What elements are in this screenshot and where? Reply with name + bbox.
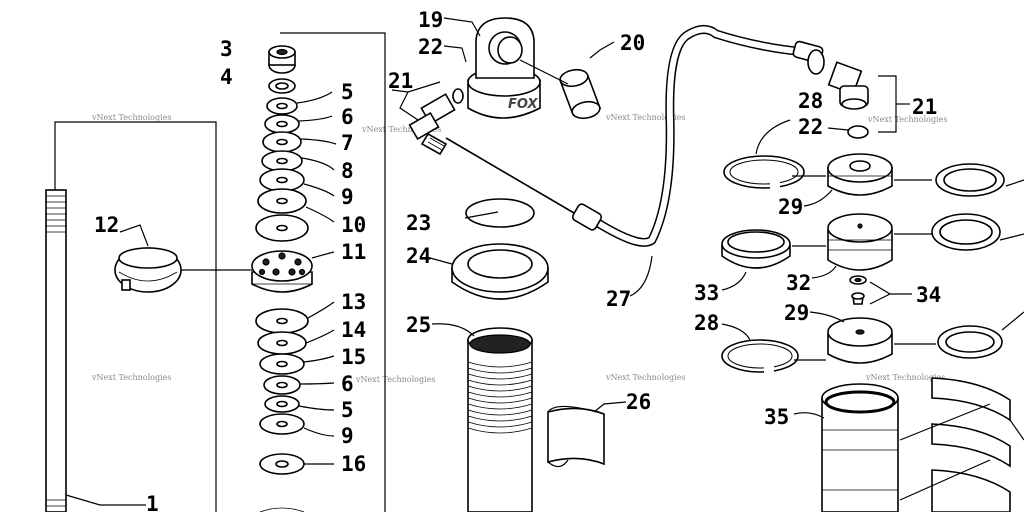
part-22-oring-small <box>452 88 464 104</box>
callout-3: 3 <box>220 37 233 61</box>
part-29-piston-bottom <box>809 311 936 364</box>
watermark: vNext Technologies <box>605 373 685 382</box>
callout-11: 11 <box>341 240 366 264</box>
callout-6: 6 <box>341 105 354 129</box>
watermark: vNext Technologies <box>355 375 435 384</box>
watermark: vNext Technologies <box>867 115 947 124</box>
callout-27: 27 <box>606 287 631 311</box>
part-24-collar <box>429 243 549 300</box>
watermark: vNext Technologies <box>605 113 685 122</box>
part-28-snap-ring-bottom <box>721 323 826 376</box>
callout-24: 24 <box>406 244 431 268</box>
callout-6-lower: 6 <box>341 372 354 396</box>
part-26-sleeve <box>547 401 627 468</box>
callout-4: 4 <box>220 65 233 89</box>
shim-leaders <box>296 91 337 465</box>
seal-ring-upper <box>935 163 1024 197</box>
callout-35: 35 <box>764 405 789 429</box>
shim-stack <box>251 45 313 512</box>
watermark: vNext Technologies <box>91 113 171 122</box>
callout-9: 9 <box>341 185 354 209</box>
part-28-snap-ring-top <box>723 119 805 192</box>
callout-19: 19 <box>418 8 443 32</box>
watermark: vNext Technologies <box>91 373 171 382</box>
callout-22: 22 <box>418 35 443 59</box>
part-34-screw <box>849 275 912 305</box>
callout-23: 23 <box>406 211 431 235</box>
watermark: vNext Technologies <box>361 125 441 134</box>
callout-28-bottom: 28 <box>694 311 719 335</box>
callout-10: 10 <box>341 213 366 237</box>
seal-ring-lower <box>937 311 1024 359</box>
callout-26: 26 <box>626 390 651 414</box>
bracket-lines <box>54 32 386 512</box>
part-12-ring <box>114 224 182 293</box>
callout-7: 7 <box>341 131 354 155</box>
part-20-bushing <box>519 41 615 120</box>
watermark: vNext Technologies <box>865 373 945 382</box>
seal-ring-middle <box>931 213 1024 251</box>
callout-32: 32 <box>786 271 811 295</box>
part-32-piston <box>792 213 932 279</box>
watermarks: vNext Technologies vNext Technologies vN… <box>91 113 947 384</box>
callout-9-lower: 9 <box>341 424 354 448</box>
callout-25: 25 <box>406 313 431 337</box>
part-22-oring-right <box>827 125 869 139</box>
callout-20: 20 <box>620 31 645 55</box>
callout-21-right: 21 <box>912 95 937 119</box>
part-29-piston-top <box>792 153 932 207</box>
callout-8: 8 <box>341 159 354 183</box>
callout-21-left: 21 <box>388 69 413 93</box>
callout-5-lower: 5 <box>341 398 354 422</box>
callout-29-top: 29 <box>778 195 803 219</box>
callout-5: 5 <box>341 80 354 104</box>
callout-14: 14 <box>341 318 366 342</box>
callout-28-top: 28 <box>798 89 823 113</box>
callout-15: 15 <box>341 345 366 369</box>
svg-text:FOX: FOX <box>508 97 538 112</box>
callout-12: 12 <box>94 213 119 237</box>
part-23-oring <box>464 198 535 228</box>
part-21-fitting-left <box>391 81 456 156</box>
part-1-shaft <box>45 189 146 512</box>
callout-labels: 1 3 4 5 6 7 8 9 10 11 12 13 14 15 6 5 9 … <box>94 8 941 512</box>
callout-13: 13 <box>341 290 366 314</box>
callout-29-bottom: 29 <box>784 301 809 325</box>
part-35-body <box>793 383 899 512</box>
callout-22-right: 22 <box>798 115 823 139</box>
part-33-ring <box>721 229 791 291</box>
part-21-fitting-right <box>807 49 910 133</box>
callout-1: 1 <box>146 492 159 512</box>
part-25-body <box>431 323 533 512</box>
callout-33: 33 <box>694 281 719 305</box>
part-19-cap: FOX <box>443 17 541 119</box>
callout-16: 16 <box>341 452 366 476</box>
collar-segments-right <box>899 377 1024 512</box>
callout-34: 34 <box>916 283 941 307</box>
